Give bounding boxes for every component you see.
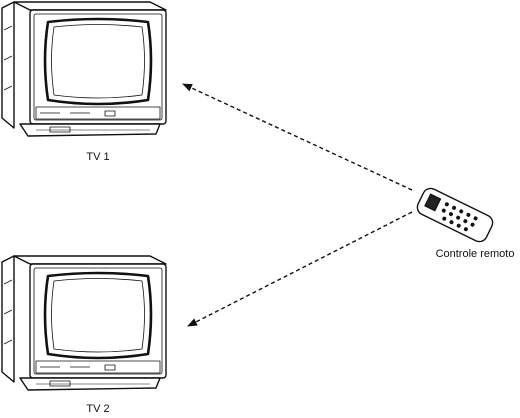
tv-2-television-icon (1, 255, 167, 391)
remote-control-icon (416, 187, 494, 243)
signal-arrow-to-tv2 (187, 211, 413, 327)
tv-2-label: TV 2 (86, 403, 109, 415)
signal-arrow-to-tv1 (182, 83, 413, 191)
tv-1-label: TV 1 (86, 151, 109, 163)
remote-control-label: Controle remoto (436, 248, 515, 260)
tv-1-television-icon (1, 1, 167, 137)
